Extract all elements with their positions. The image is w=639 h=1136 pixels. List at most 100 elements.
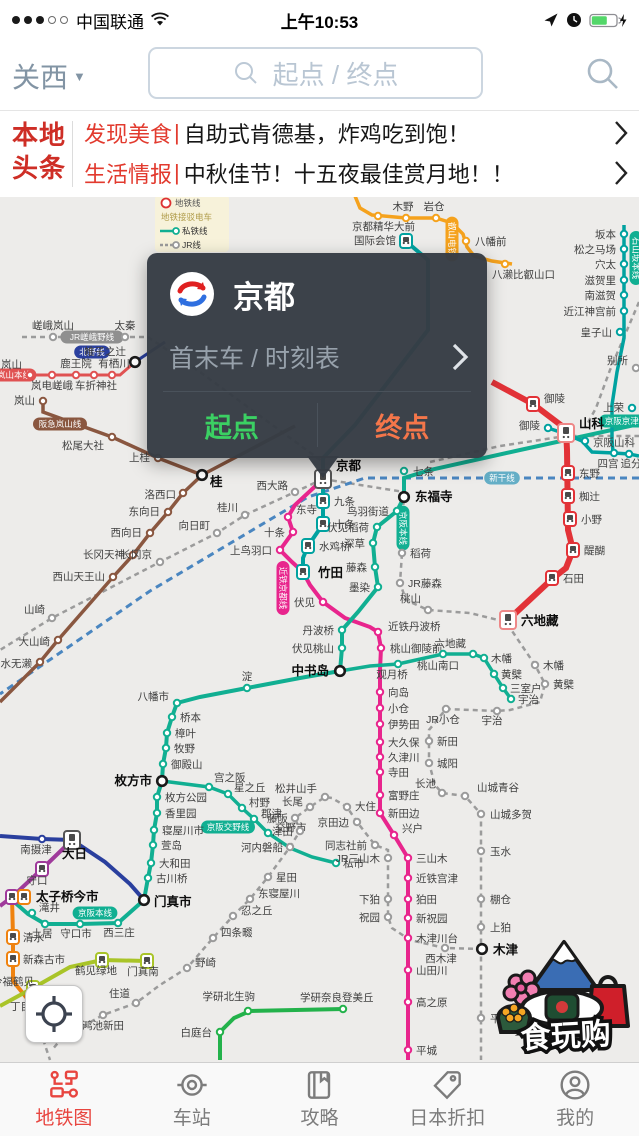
station-十条[interactable]: 十条 xyxy=(264,526,298,539)
station-河内磐船[interactable]: 河内磐船 xyxy=(241,841,295,854)
station-车折神社[interactable]: 车折神社 xyxy=(75,370,117,392)
station-大山崎[interactable]: 大山崎 xyxy=(19,635,63,648)
station-皇子山[interactable]: 皇子山 xyxy=(581,326,625,339)
station-鹤见绿地[interactable]: 鹤见绿地 xyxy=(75,952,117,977)
station-上狛[interactable]: 上狛 xyxy=(476,922,511,934)
station-墨染[interactable]: 墨染 xyxy=(349,581,383,594)
station-向岛[interactable]: 向岛 xyxy=(375,686,409,699)
station-黄檗[interactable]: 黄檗 xyxy=(540,678,575,691)
station-坂本[interactable]: 坂本 xyxy=(595,228,629,241)
station-山崎[interactable]: 山崎 xyxy=(24,603,57,623)
station-山田川[interactable]: 山田川 xyxy=(403,965,448,977)
metro-map-svg[interactable]: JR嵯峨野线岚山本线北野线阪急岚山线近铁京都线京阪本线京阪本线京阪交野线叡山电铁… xyxy=(0,195,639,1062)
station-小野[interactable]: 小野 xyxy=(563,511,602,527)
station-近铁宫津[interactable]: 近铁宫津 xyxy=(403,872,459,885)
station-marker[interactable] xyxy=(17,889,31,905)
station-小仓[interactable]: 小仓 xyxy=(375,702,410,715)
station-竹田[interactable]: 竹田 xyxy=(296,564,343,580)
station-追分[interactable]: 追分 xyxy=(621,449,639,470)
tab-profile[interactable]: 我的 xyxy=(511,1063,639,1136)
station-帷子之辻[interactable]: 帷子之辻 xyxy=(84,345,142,369)
station-六地藏[interactable]: 六地藏 xyxy=(435,637,478,659)
station-宇治[interactable]: 宇治 xyxy=(506,693,539,706)
station-藤阪[interactable]: 藤阪 xyxy=(267,812,300,825)
station-新田[interactable]: 新田 xyxy=(424,735,458,748)
station-淀[interactable]: 淀 xyxy=(242,670,253,693)
station-御陵[interactable]: 御陵 xyxy=(526,392,565,412)
station-木野[interactable]: 木野 xyxy=(393,201,414,223)
station-黄檗[interactable]: 黄檗 xyxy=(489,668,523,681)
station-三山木[interactable]: 三山木 xyxy=(403,853,448,865)
station-高之原[interactable]: 高之原 xyxy=(403,996,448,1009)
station-宫之阪[interactable]: 宫之阪 xyxy=(204,771,246,792)
station-藤森[interactable]: 藤森 xyxy=(346,561,380,574)
station-大住[interactable]: 大住 xyxy=(342,800,377,813)
station-四条畷[interactable]: 四条畷 xyxy=(208,926,253,943)
station-洛西口[interactable]: 洛西口 xyxy=(145,488,188,501)
station-木津[interactable]: 木津 xyxy=(475,942,519,957)
station-祝园[interactable]: 祝园 xyxy=(359,911,393,924)
station-萱岛[interactable]: 萱岛 xyxy=(148,839,182,852)
station-太子桥今市[interactable]: 太子桥今市 xyxy=(5,889,99,905)
station-京田边[interactable]: 京田边 xyxy=(318,816,362,829)
station-清水[interactable]: 清水 xyxy=(6,929,44,945)
station-香里园[interactable]: 香里园 xyxy=(152,808,197,820)
station-野崎[interactable]: 野崎 xyxy=(182,956,217,973)
search-input[interactable]: 起点 / 终点 xyxy=(148,47,483,99)
station-东福寺[interactable]: 东福寺 xyxy=(397,489,453,504)
station-白庭台[interactable]: 白庭台 xyxy=(181,1026,225,1039)
timetable-row[interactable]: 首末车 / 时刻表 xyxy=(169,339,469,375)
station-长尾[interactable]: 长尾 xyxy=(282,796,315,812)
station-京阪山科[interactable]: 京阪山科 xyxy=(580,436,636,449)
station-山城青谷[interactable]: 山城青谷 xyxy=(460,781,520,801)
station-丹波桥[interactable]: 丹波桥 xyxy=(303,624,347,637)
set-end-button[interactable]: 终点 xyxy=(375,412,430,443)
station-枚方市[interactable]: 枚方市 xyxy=(114,773,169,788)
station-守口市[interactable]: 守口市 xyxy=(60,919,92,940)
station-郡津[interactable]: 郡津 xyxy=(249,808,283,824)
region-dropdown[interactable]: 关西 ▼ xyxy=(12,56,86,96)
station-西向日[interactable]: 西向日 xyxy=(111,526,155,539)
station-西大路[interactable]: 西大路 xyxy=(257,479,300,497)
station-木幡[interactable]: 木幡 xyxy=(479,652,513,665)
news-item[interactable]: 生活情报 | 中秋佳节！十五夜最佳赏月地！！ xyxy=(84,153,629,192)
station-近铁丹波桥[interactable]: 近铁丹波桥 xyxy=(373,620,441,637)
station-松尾大社[interactable]: 松尾大社 xyxy=(62,432,117,452)
station-岚山[interactable]: 岚山 xyxy=(1,359,35,380)
locate-me-button[interactable] xyxy=(25,985,83,1043)
station-御陵[interactable]: 御陵 xyxy=(519,419,553,433)
station-新祝园[interactable]: 新祝园 xyxy=(403,912,448,925)
station-东向日[interactable]: 东向日 xyxy=(129,505,173,518)
station-东寺[interactable]: 东寺 xyxy=(283,503,317,522)
station-津田[interactable]: 津田 xyxy=(272,826,305,838)
station-南摄津[interactable]: 南摄津 xyxy=(20,834,52,856)
station-鸿池新田[interactable]: 鸿池新田 xyxy=(82,1010,124,1032)
station-同志社前[interactable]: 同志社前 xyxy=(325,839,380,852)
station-六地藏[interactable]: 六地藏 xyxy=(499,610,559,630)
station-樟叶[interactable]: 樟叶 xyxy=(162,727,197,740)
tab-japan-discount[interactable]: 日本折扣 xyxy=(383,1063,511,1136)
station-鹿王院[interactable]: 鹿王院 xyxy=(60,357,92,380)
station-长池[interactable]: 长池 xyxy=(415,777,447,798)
station-玉水[interactable]: 玉水 xyxy=(476,846,512,858)
station-JR三山木[interactable]: JR三山木 xyxy=(336,853,393,865)
station-西木津[interactable]: 西木津 xyxy=(425,943,457,965)
station-宇治[interactable]: 宇治 xyxy=(482,706,503,727)
station-伏见稻荷[interactable]: 伏见稻荷 xyxy=(327,521,382,534)
station-八幡前[interactable]: 八幡前 xyxy=(461,235,507,248)
station-桃山南口[interactable]: 桃山南口 xyxy=(417,649,459,672)
station-兴户[interactable]: 兴户 xyxy=(389,822,423,840)
station-鸟羽街道[interactable]: 鸟羽街道 xyxy=(347,505,402,518)
station-岚电嵯峨[interactable]: 岚电嵯峨 xyxy=(31,370,73,392)
station-寺田[interactable]: 寺田 xyxy=(375,767,409,779)
station-桂[interactable]: 桂 xyxy=(195,468,223,489)
station-稻荷[interactable]: 稻荷 xyxy=(397,548,431,560)
station-太秦[interactable]: 太秦 xyxy=(115,319,136,342)
station-JR藤森[interactable]: JR藤森 xyxy=(395,577,443,590)
station-四宫[interactable]: 四宫 xyxy=(598,448,619,470)
station-忍之丘[interactable]: 忍之丘 xyxy=(228,904,273,921)
station-石田[interactable]: 石田 xyxy=(545,570,584,586)
station-伏见[interactable]: 伏见 xyxy=(294,596,328,609)
station-私市[interactable]: 私市 xyxy=(331,857,364,870)
station-八濑比叡山口[interactable]: 八濑比叡山口 xyxy=(492,259,555,281)
